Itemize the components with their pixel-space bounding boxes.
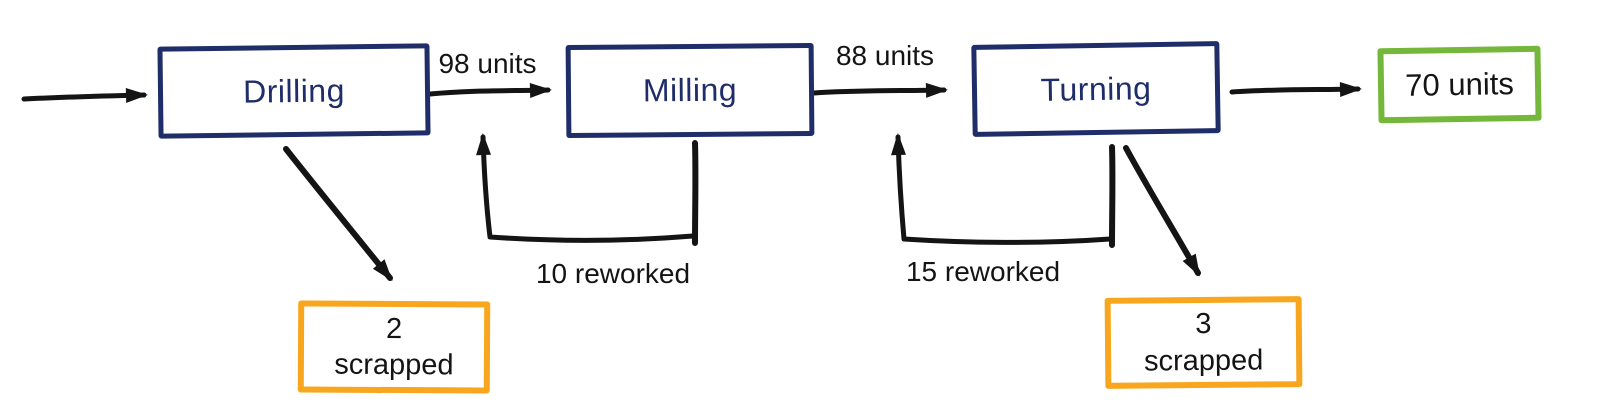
input-arrow (21, 87, 148, 103)
output-box: 70 units (1377, 45, 1542, 124)
stage-box-turning: Turning (971, 41, 1221, 137)
flow-label-10-reworked: 10 reworked (535, 258, 691, 289)
arrow-drilling-to-scrap (283, 146, 393, 282)
scrap-count-turning: 3 (1195, 308, 1212, 341)
scrap-box-turning: 3 scrapped (1104, 296, 1303, 389)
arrow-milling-to-turning (811, 82, 948, 98)
scrap-count-drilling: 2 (385, 312, 403, 345)
stage-box-drilling: Drilling (157, 43, 431, 139)
flow-label-98-units: 98 units (438, 48, 537, 79)
arrow-turning-rework-return (891, 133, 1113, 245)
stage-box-milling: Milling (565, 42, 815, 139)
arrow-turning-to-scrap (1123, 145, 1201, 277)
arrow-turning-to-output (1229, 81, 1362, 97)
scrap-label-turning: scrapped (1143, 343, 1264, 378)
flow-label-15-reworked: 15 reworked (905, 256, 1061, 287)
scrap-box-drilling: 2 scrapped (297, 300, 491, 394)
arrow-milling-rework-return (476, 133, 696, 243)
flow-label-88-units: 88 units (835, 40, 935, 71)
output-label: 70 units (1404, 65, 1515, 103)
stage-label-turning: Turning (1040, 69, 1152, 108)
arrow-drilling-to-milling (427, 83, 552, 98)
scrap-label-drilling: scrapped (334, 348, 454, 382)
stage-label-milling: Milling (642, 71, 738, 109)
stage-label-drilling: Drilling (242, 71, 346, 110)
